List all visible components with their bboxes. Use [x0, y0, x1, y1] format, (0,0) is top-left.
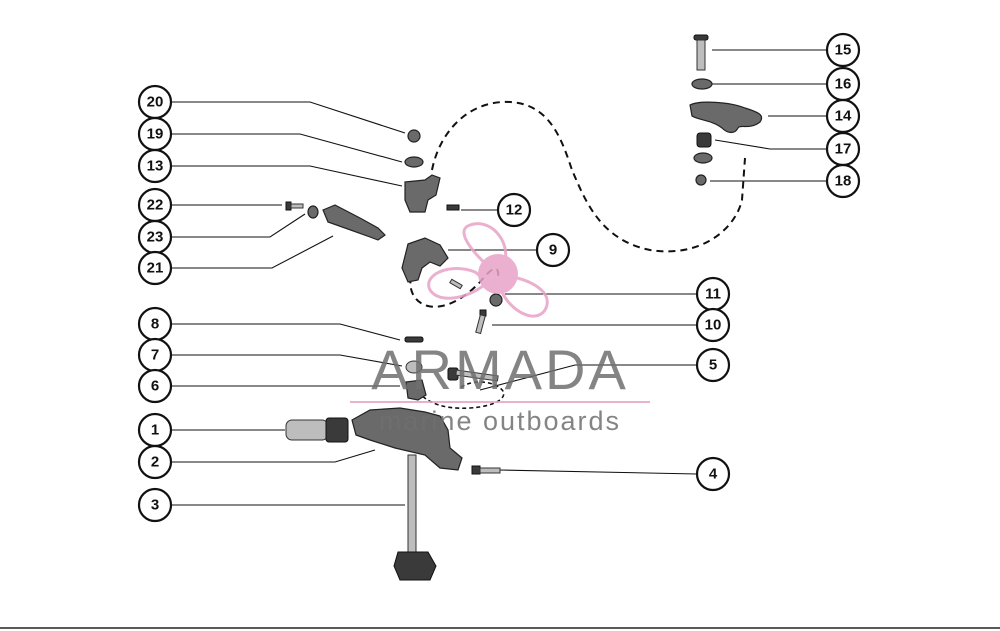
callout-22: 22 — [137, 187, 173, 223]
callout-2: 2 — [137, 444, 173, 480]
callout-5: 5 — [695, 347, 731, 383]
part-16-washer — [691, 78, 713, 90]
callout-4: 4 — [695, 456, 731, 492]
callout-18: 18 — [825, 163, 861, 199]
svg-text:3: 3 — [151, 497, 159, 514]
callout-16: 16 — [825, 66, 861, 102]
part-9-pin — [449, 278, 463, 290]
callout-3: 3 — [137, 487, 173, 523]
part-7-washer — [405, 360, 423, 374]
svg-text:14: 14 — [835, 108, 852, 125]
armada-watermark: ARMADA marine outboards — [350, 222, 650, 436]
svg-text:17: 17 — [835, 141, 852, 158]
part-1-grip — [285, 417, 349, 443]
part-12-pin — [446, 204, 460, 211]
callout-21: 21 — [137, 250, 173, 286]
part-20-nut — [407, 129, 421, 143]
svg-text:4: 4 — [709, 466, 718, 483]
part-13-bracket — [404, 174, 441, 213]
callout-23: 23 — [137, 219, 173, 255]
svg-text:2: 2 — [151, 454, 159, 471]
part-22-screw — [285, 201, 304, 211]
propeller-logo-icon — [427, 222, 549, 318]
svg-text:19: 19 — [147, 126, 164, 143]
watermark-brand: ARMADA — [371, 338, 629, 401]
part-5-bolt — [447, 367, 499, 382]
svg-text:11: 11 — [705, 286, 721, 303]
svg-text:1: 1 — [151, 422, 159, 439]
part-4-screw — [471, 465, 501, 475]
svg-text:6: 6 — [151, 378, 159, 395]
part-6-bushing — [405, 379, 427, 401]
part-8-ring — [404, 336, 424, 343]
svg-text:10: 10 — [705, 317, 722, 334]
callout-8: 8 — [137, 306, 173, 342]
part-2-housing — [351, 407, 463, 471]
part-19-washer — [404, 156, 424, 168]
svg-text:23: 23 — [147, 229, 164, 246]
callout-13: 13 — [137, 148, 173, 184]
svg-text:20: 20 — [147, 94, 164, 111]
callout-19: 19 — [137, 116, 173, 152]
part-15-screw — [693, 34, 709, 71]
svg-text:21: 21 — [147, 260, 164, 277]
svg-text:12: 12 — [506, 202, 523, 219]
callout-9: 9 — [535, 232, 571, 268]
callout-7: 7 — [137, 337, 173, 373]
svg-text:9: 9 — [549, 242, 557, 259]
callout-11: 11 — [695, 276, 731, 312]
callout-20: 20 — [137, 84, 173, 120]
callout-14: 14 — [825, 98, 861, 134]
part-18-nut — [695, 174, 707, 186]
part-10-screw — [475, 309, 487, 335]
part-23-washer — [307, 205, 319, 219]
svg-text:7: 7 — [151, 347, 159, 364]
svg-text:15: 15 — [835, 42, 852, 59]
part-21-link-rod — [322, 204, 386, 241]
part-17-spring — [693, 132, 713, 164]
leader-lines — [171, 49, 827, 506]
svg-text:5: 5 — [709, 357, 717, 374]
part-9-throttle-cam — [401, 237, 449, 283]
linkage-dashed-path-main — [431, 100, 746, 253]
callout-10: 10 — [695, 307, 731, 343]
callout-1: 1 — [137, 412, 173, 448]
svg-text:16: 16 — [835, 76, 852, 93]
svg-text:18: 18 — [835, 173, 852, 190]
part-3-shaft — [393, 454, 437, 581]
callout-17: 17 — [825, 131, 861, 167]
watermark-tagline: marine outboards — [379, 406, 621, 436]
part-14-lever — [689, 101, 763, 134]
callout-15: 15 — [825, 32, 861, 68]
svg-text:8: 8 — [151, 316, 159, 333]
callout-12: 12 — [496, 192, 532, 228]
svg-text:13: 13 — [147, 158, 164, 175]
part-11-nut — [489, 293, 503, 307]
linkage-dashed-path-lever — [409, 264, 500, 308]
svg-text:22: 22 — [147, 197, 164, 214]
callout-6: 6 — [137, 368, 173, 404]
